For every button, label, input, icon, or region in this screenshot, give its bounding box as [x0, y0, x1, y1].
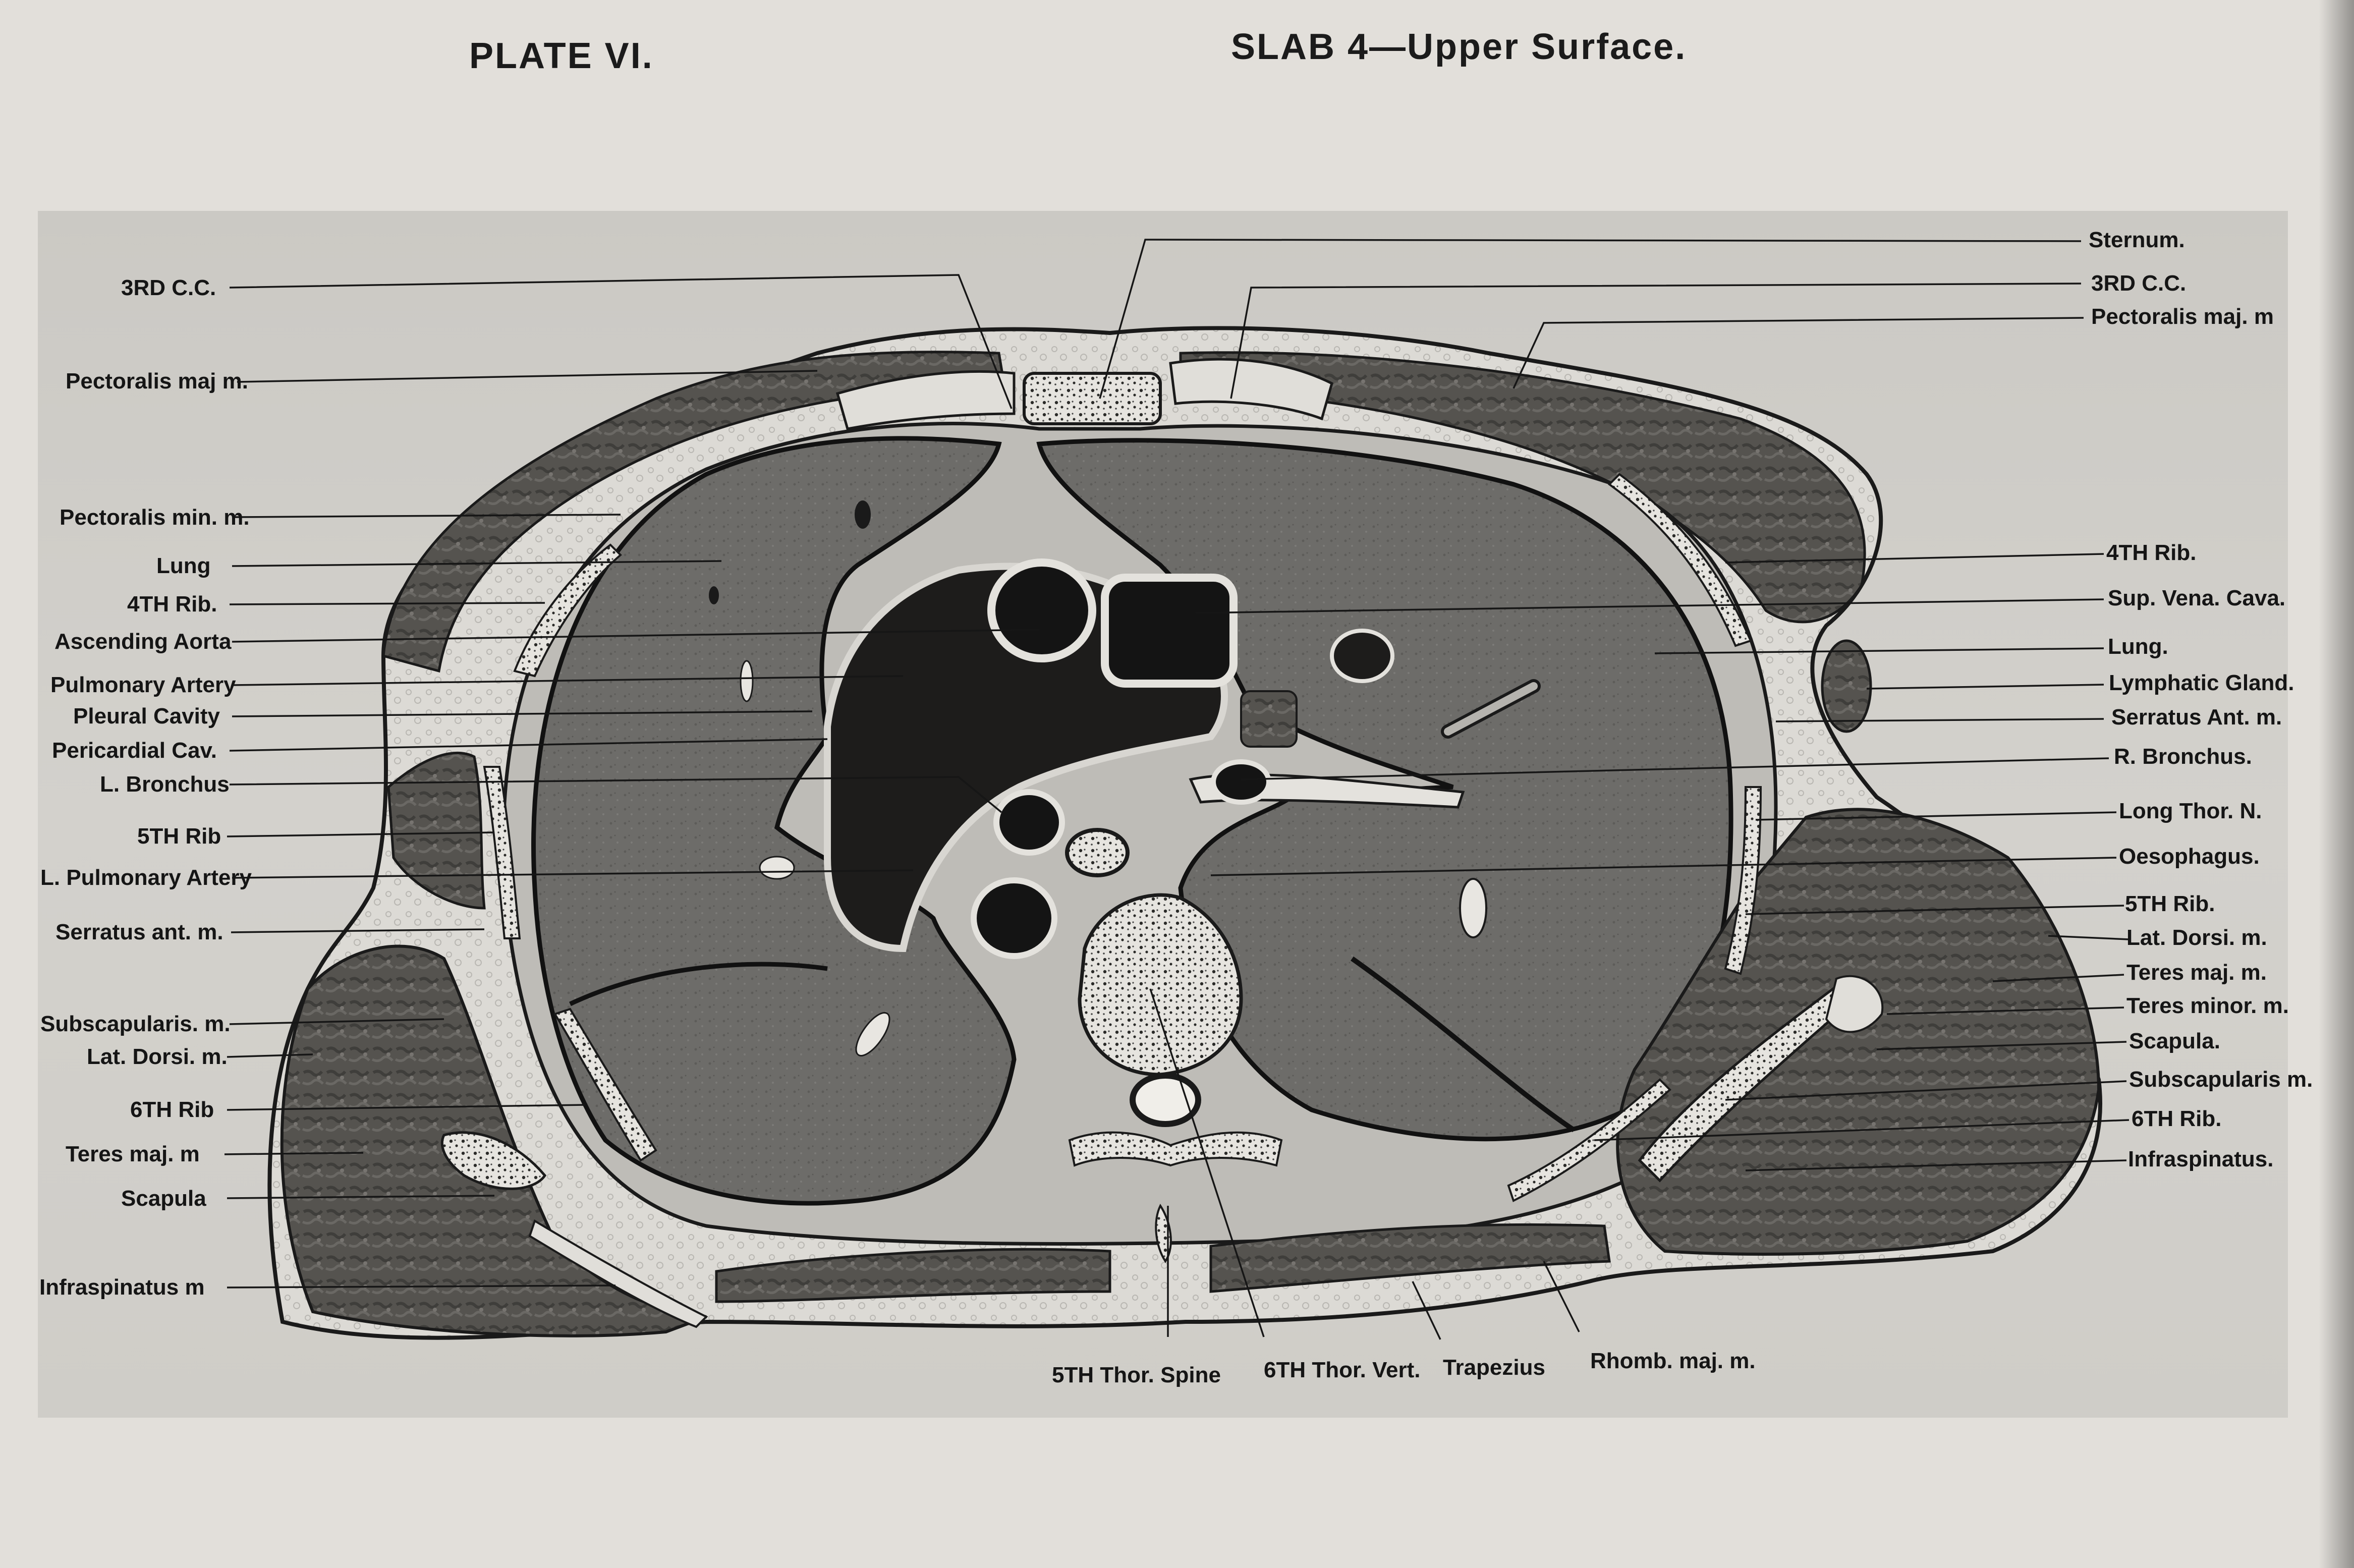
label-teres-minor: Teres minor. m.: [2126, 993, 2289, 1018]
right-lung-fissure: [1351, 956, 1576, 1133]
label-trapezius: Trapezius: [1443, 1355, 1545, 1380]
left-4th-rib: [513, 543, 622, 678]
labels-left: 3RD C.C. Pectoralis maj m. Pectoralis mi…: [39, 275, 252, 1300]
oesophagus-shape: [1065, 828, 1130, 877]
label-3rd-cc-right: 3RD C.C.: [2091, 271, 2186, 296]
right-4th-rib: [1607, 473, 1752, 647]
label-lat-dorsi-left: Lat. Dorsi. m.: [87, 1044, 228, 1069]
left-5th-rib: [483, 766, 521, 939]
label-lat-dorsi-right: Lat. Dorsi. m.: [2126, 925, 2267, 950]
left-lung-fissure: [569, 962, 828, 1006]
vertebral-lamina: [1068, 1131, 1283, 1167]
label-6th-rib-right: 6TH Rib.: [2132, 1106, 2221, 1131]
label-long-thor-n: Long Thor. N.: [2119, 799, 2262, 823]
vertebral-body: [1078, 893, 1243, 1077]
label-teres-maj-right: Teres maj. m.: [2126, 960, 2267, 985]
costal-cartilage-left: [835, 370, 1016, 430]
label-oesophagus: Oesophagus.: [2119, 844, 2260, 869]
label-sternum: Sternum.: [2089, 228, 2185, 252]
label-r-bronchus: R. Bronchus.: [2114, 744, 2252, 769]
ascending-aorta-shape: [987, 558, 1096, 662]
label-l-pulmonary-artery: L. Pulmonary Artery: [40, 865, 252, 890]
label-lung-left: Lung: [156, 553, 211, 578]
label-pectoralis-maj-left: Pectoralis maj m.: [66, 369, 248, 394]
label-lymphatic-gland: Lymphatic Gland.: [2109, 670, 2294, 695]
label-4th-rib-left: 4TH Rib.: [127, 592, 217, 617]
label-l-bronchus: L. Bronchus: [100, 772, 230, 797]
label-5th-rib-left: 5TH Rib: [137, 824, 221, 849]
sternum-shape: [1023, 372, 1162, 425]
label-5th-thor-spine: 5TH Thor. Spine: [1052, 1363, 1221, 1387]
label-pectoralis-min: Pectoralis min. m.: [60, 505, 250, 530]
label-serratus-ant-right: Serratus Ant. m.: [2111, 705, 2282, 730]
label-pulmonary-artery: Pulmonary Artery: [50, 673, 236, 697]
label-infraspinatus-left: Infraspinatus m: [39, 1275, 205, 1300]
label-scapula-right: Scapula.: [2129, 1029, 2220, 1053]
label-infraspinatus-right: Infraspinatus.: [2128, 1147, 2274, 1171]
pectoralis-right-shape: [1179, 351, 1866, 624]
label-lung-right: Lung.: [2108, 634, 2168, 659]
right-5th-rib: [1724, 786, 1762, 975]
plate-title: PLATE VI.: [469, 36, 654, 76]
label-sup-vena-cava: Sup. Vena. Cava.: [2108, 586, 2285, 610]
trapezius-rhomboid-shape: [715, 1248, 1111, 1303]
label-pectoralis-maj-right: Pectoralis maj. m: [2091, 304, 2274, 329]
label-subscapularis-right: Subscapularis m.: [2129, 1067, 2313, 1092]
label-serratus-ant-left: Serratus ant. m.: [55, 920, 223, 944]
slab-title: SLAB 4—Upper Surface.: [1231, 27, 1687, 67]
page-edge-shadow: [2319, 0, 2354, 1568]
label-scapula-left: Scapula: [121, 1186, 206, 1211]
label-6th-rib-left: 6TH Rib: [130, 1097, 214, 1122]
label-5th-rib-right: 5TH Rib.: [2125, 891, 2215, 916]
l-bronchus-shape: [993, 789, 1065, 856]
label-pericardial-cav: Pericardial Cav.: [52, 738, 217, 763]
sup-vena-cava-shape: [1101, 574, 1238, 688]
left-6th-rib: [553, 1007, 657, 1162]
leader-lines: [224, 239, 2129, 1340]
label-teres-maj-left: Teres maj. m: [66, 1142, 200, 1166]
right-6th-rib: [1507, 1078, 1671, 1202]
label-3rd-cc-left: 3RD C.C.: [121, 275, 216, 300]
label-subscapularis-left: Subscapularis. m.: [40, 1012, 231, 1036]
lymphatic-gland-shape: [1821, 639, 1872, 733]
label-6th-thor-vert: 6TH Thor. Vert.: [1264, 1358, 1421, 1382]
label-ascending-aorta: Ascending Aorta: [54, 629, 232, 654]
left-scapula-shape: [440, 1131, 547, 1190]
labels-right: Sternum. 3RD C.C. Pectoralis maj. m 4TH …: [2089, 228, 2313, 1171]
label-rhomb-maj: Rhomb. maj. m.: [1590, 1349, 1756, 1373]
label-pleural-cavity: Pleural Cavity: [73, 704, 220, 729]
left-lung-shape: [531, 436, 1017, 1206]
label-4th-rib-right: 4TH Rib.: [2106, 540, 2196, 565]
l-pulmonary-vessel: [971, 877, 1057, 959]
spinal-canal: [1130, 1073, 1201, 1127]
labels-bottom: 5TH Thor. Spine 6TH Thor. Vert. Trapeziu…: [1052, 1349, 1756, 1387]
costal-cartilage-right: [1169, 358, 1333, 421]
